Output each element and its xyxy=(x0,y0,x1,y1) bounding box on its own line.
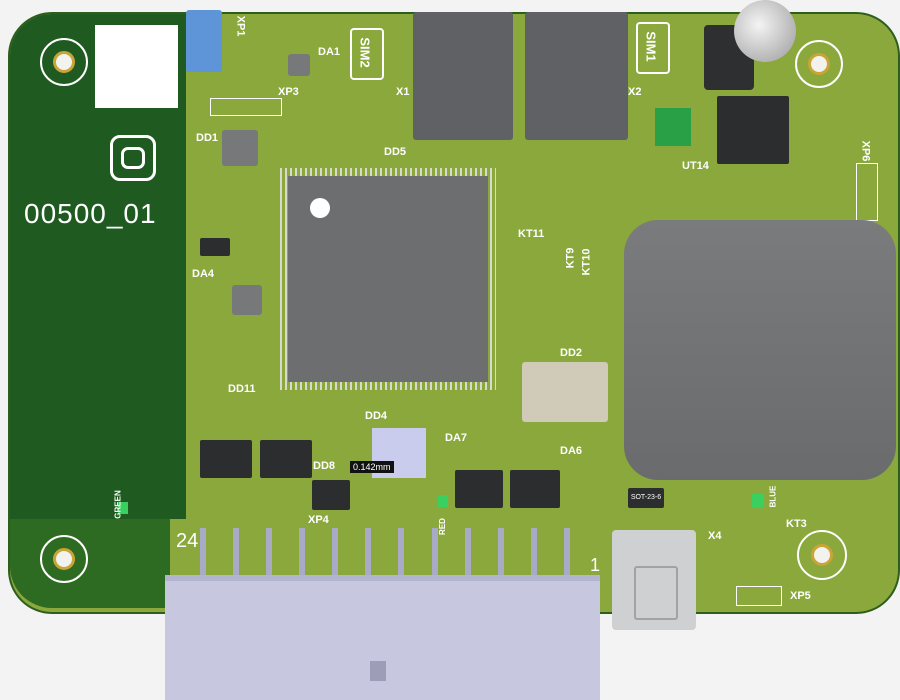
xp1-connector xyxy=(186,10,222,72)
green-led xyxy=(118,502,128,514)
label-kt9: KT9 xyxy=(564,247,577,269)
label-kt3: KT3 xyxy=(786,518,807,530)
dd1-chip xyxy=(222,130,258,166)
mounting-hole xyxy=(40,38,88,86)
label-blue: BLUE xyxy=(768,485,778,508)
xp3-header xyxy=(210,98,282,116)
sim2-outline: SIM2 xyxy=(350,28,384,80)
label-sim2: SIM2 xyxy=(357,37,373,68)
label-x1: X1 xyxy=(396,86,410,98)
label-sim1: SIM1 xyxy=(643,31,659,62)
da6-chip xyxy=(510,470,560,508)
mounting-hole xyxy=(40,535,88,583)
inductor xyxy=(655,108,691,146)
da4-chip xyxy=(200,238,230,256)
label-da4: DA4 xyxy=(192,268,215,280)
chip xyxy=(312,480,350,510)
sot23-chip: SOT-23-6 xyxy=(628,488,664,508)
label-xp5: XP5 xyxy=(790,590,811,602)
label-dd1: DD1 xyxy=(196,132,219,144)
pcb-dark-area-lower xyxy=(10,519,170,608)
dd2-chip xyxy=(522,362,608,422)
sim1-outline: SIM1 xyxy=(636,22,670,74)
xp5-header xyxy=(736,586,782,606)
da7-chip xyxy=(455,470,503,508)
electrolytic-capacitor xyxy=(734,0,796,62)
label-dd2: DD2 xyxy=(560,347,583,359)
chip xyxy=(232,285,262,315)
mcu-chip xyxy=(288,176,488,382)
da1-chip xyxy=(288,54,310,76)
label-sticker-area xyxy=(95,25,178,108)
logo-icon xyxy=(110,135,156,181)
board-id: 00500_01 xyxy=(24,198,157,229)
label-xp1: XP1 xyxy=(234,15,247,37)
sim2-holder xyxy=(413,12,513,140)
label-ut14: UT14 xyxy=(682,160,709,172)
red-led xyxy=(438,495,448,507)
label-da1: DA1 xyxy=(318,46,341,58)
label-pin1: 1 xyxy=(590,555,601,575)
mounting-hole xyxy=(795,40,843,88)
usb-connector-x4 xyxy=(612,530,696,630)
chip xyxy=(200,440,252,478)
label-dd8: DD8 xyxy=(313,460,336,472)
label-da6: DA6 xyxy=(560,445,583,457)
xp6-header xyxy=(856,163,878,221)
chip xyxy=(260,440,312,478)
label-xp3: XP3 xyxy=(278,86,299,98)
connector-pins xyxy=(200,528,570,588)
measurement-tooltip: 0.142mm xyxy=(350,461,394,473)
pin1-marker xyxy=(310,198,330,218)
label-dd4: DD4 xyxy=(365,410,388,422)
label-da7: DA7 xyxy=(445,432,468,444)
label-x4: X4 xyxy=(708,530,722,542)
gsm-module-shield xyxy=(624,220,896,480)
mounting-hole xyxy=(797,530,847,580)
label-kt11: KT11 xyxy=(518,228,545,240)
label-kt10: KT10 xyxy=(580,248,593,276)
label-green: GREEN xyxy=(113,490,123,519)
label-x2: X2 xyxy=(628,86,642,98)
blue-led xyxy=(752,494,764,508)
regulator-ut14 xyxy=(717,96,789,164)
label-dd5: DD5 xyxy=(384,146,407,158)
label-pin24: 24 xyxy=(176,530,199,552)
label-dd11: DD11 xyxy=(228,383,256,395)
label-xp4: XP4 xyxy=(308,514,329,526)
label-xp6: XP6 xyxy=(859,140,872,162)
sim1-holder xyxy=(525,12,628,140)
xp4-connector xyxy=(165,575,600,700)
